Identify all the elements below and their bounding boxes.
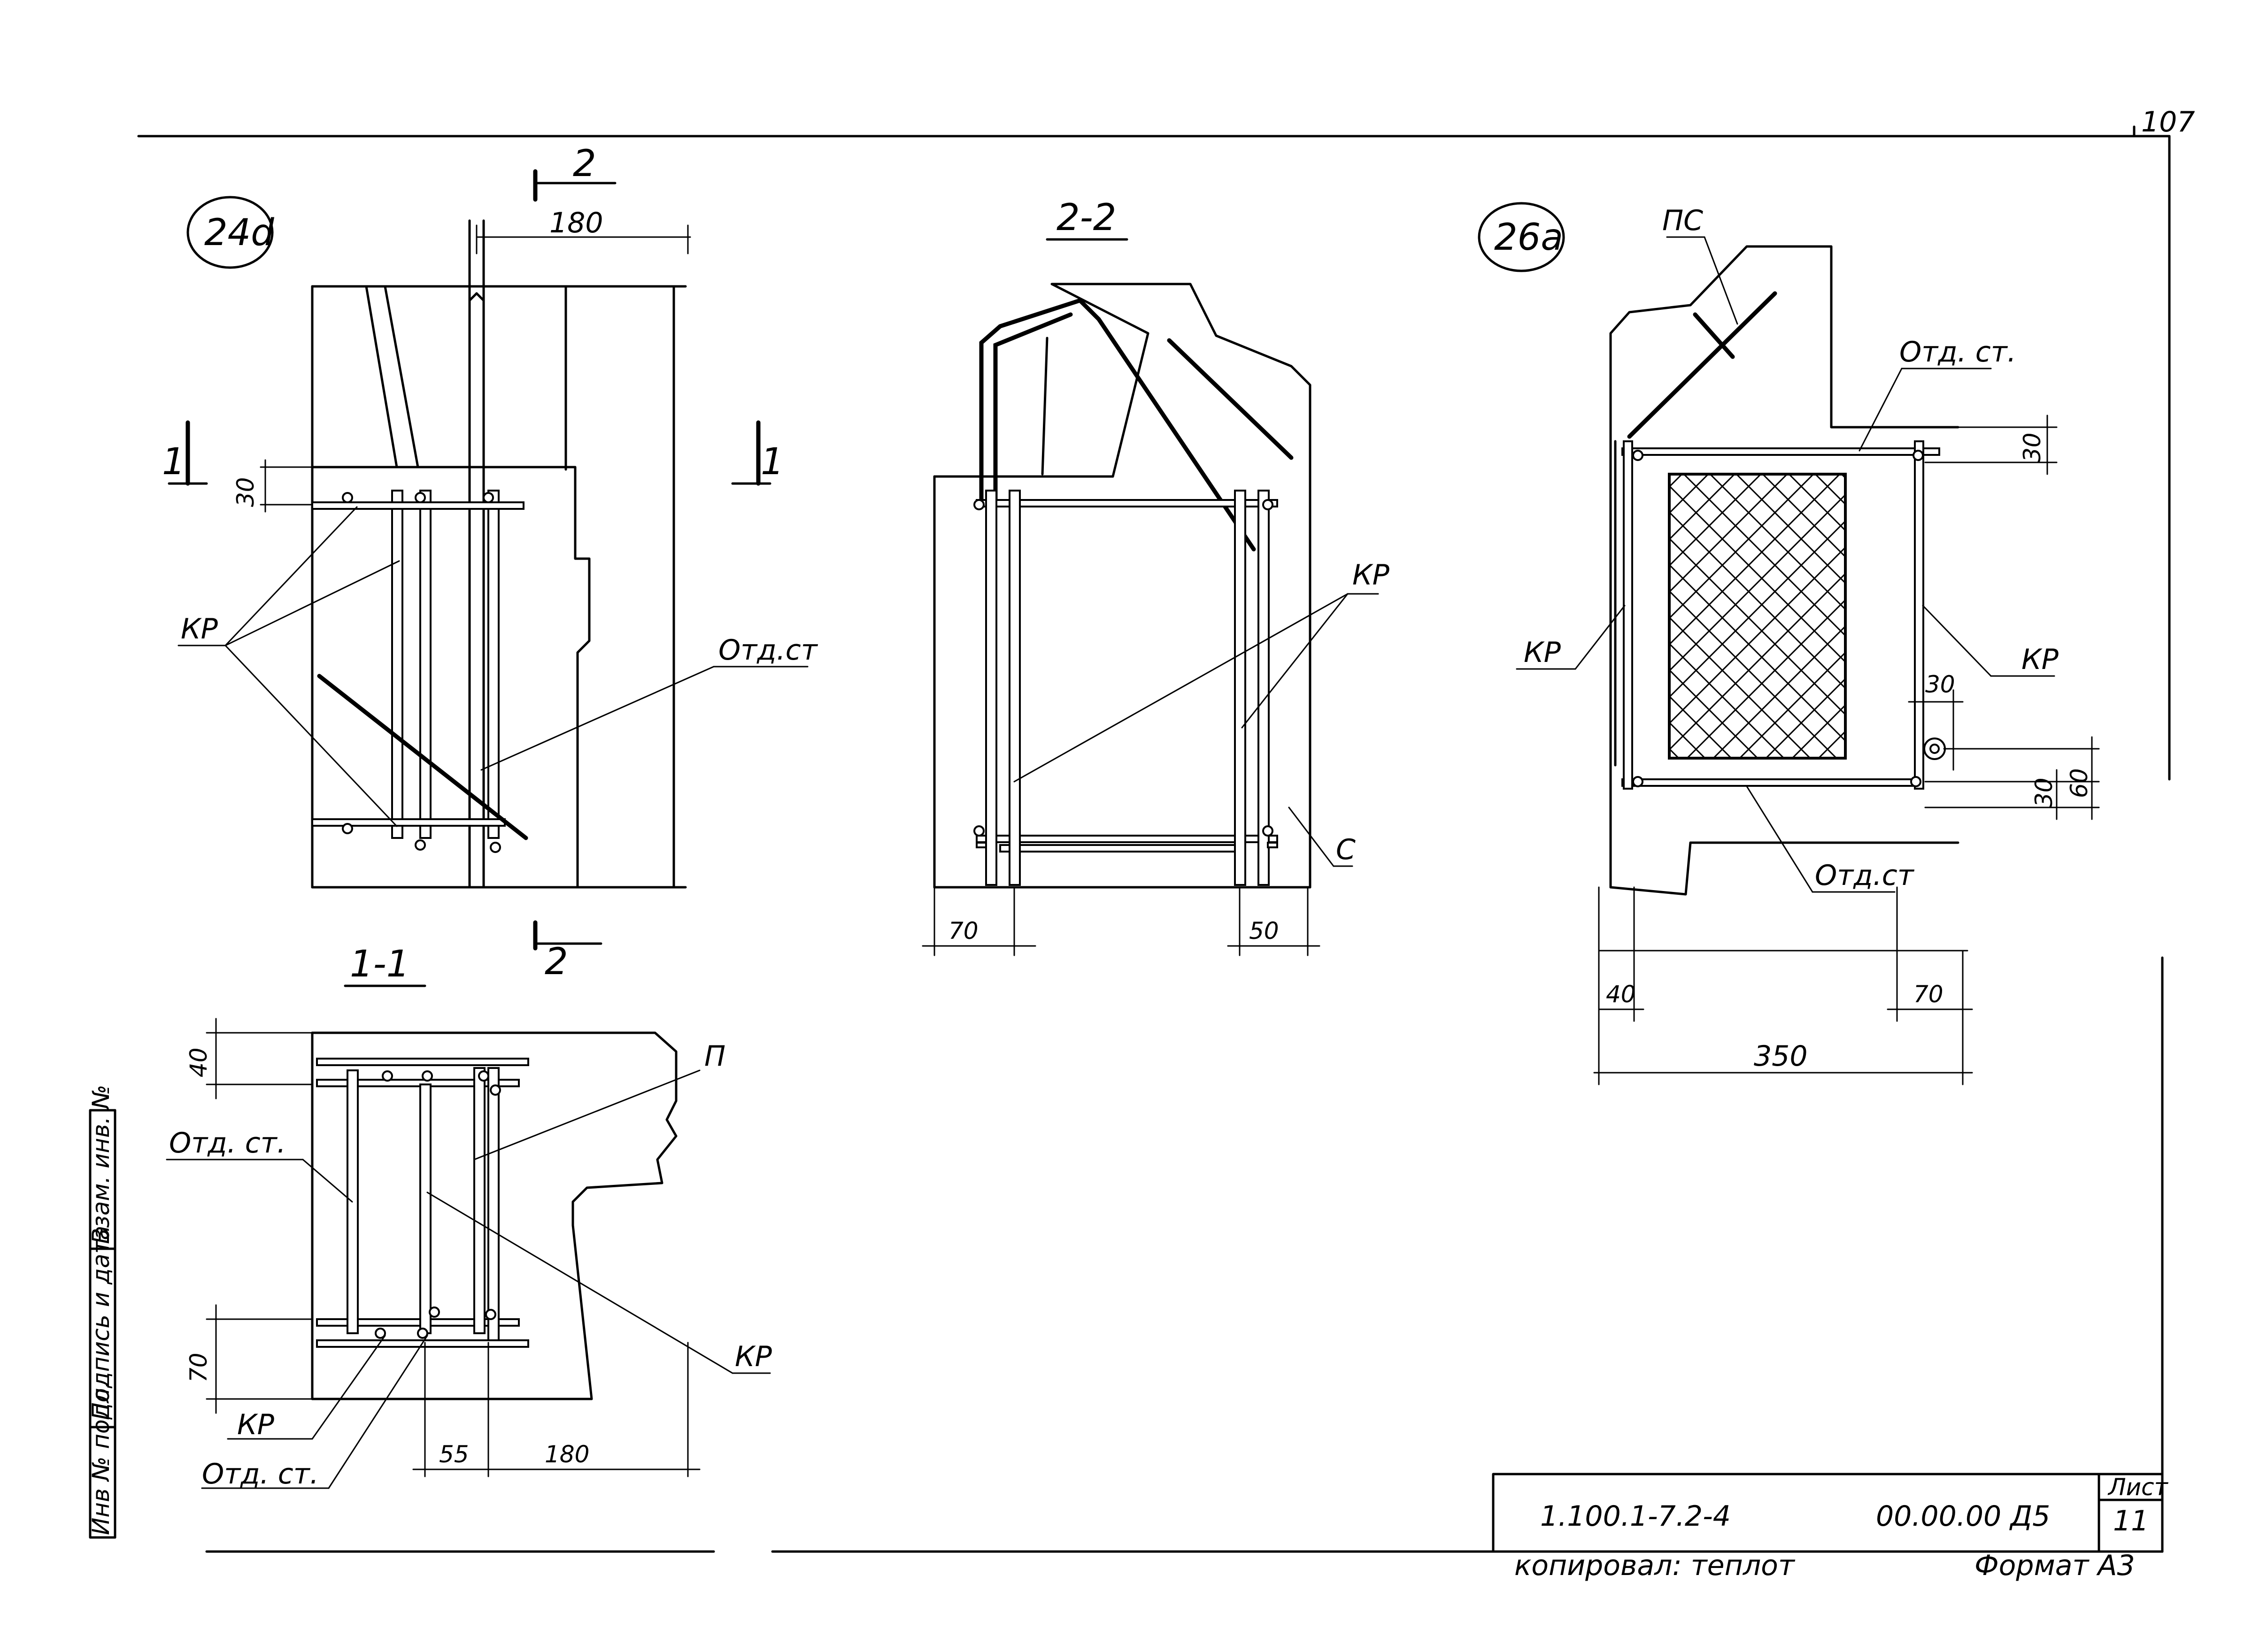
leader-otd-11-top: Отд. ст. [169, 1127, 286, 1160]
section-mark-top: 2 [573, 143, 596, 185]
footer-format: Формат А3 [1974, 1549, 2135, 1582]
footer: копировал: теплот Формат А3 [1514, 1549, 2135, 1582]
dim-30-26a-top: 30 [2019, 432, 2046, 462]
side-stamp: Инв № подл. Подпись и дата Взам. инв. № [87, 1085, 116, 1539]
title-block: 1.100.1-7.2-4 00.00.00 Д5 Лист 11 [1492, 1473, 2169, 1553]
leader-c-22: С [1336, 833, 1356, 866]
leader-kr-11-right: КР [735, 1340, 772, 1373]
node-26a: 26а 30 30 [1478, 202, 2100, 1085]
dim-70-22: 70 [949, 917, 979, 945]
cut-mark-left: 1 [162, 441, 185, 483]
dim-70-11: 70 [185, 1352, 212, 1383]
title-block-sheet-no: 11 [2113, 1505, 2149, 1537]
leader-kr-22: КР [1352, 559, 1390, 592]
dim-50-22: 50 [1249, 917, 1279, 945]
title-block-sheet-label: Лист [2107, 1474, 2169, 1501]
section-1-1-title: 1-1 [350, 943, 409, 985]
leader-kr-26a-left: КР [1524, 636, 1561, 669]
leader-otd-24d: Отд.ст [718, 634, 818, 667]
dim-350-26a: 350 [1754, 1040, 1808, 1073]
leader-otd-26a-top: Отд. ст. [1899, 336, 2016, 369]
page-number: 107 [2141, 106, 2195, 138]
title-block-doc-code: 00.00.00 Д5 [1876, 1500, 2050, 1533]
mesh-panel [1668, 473, 1847, 760]
stamp-replace-inv: Взам. инв. № [87, 1085, 115, 1244]
dim-55-11: 55 [439, 1441, 469, 1468]
footer-copied-by: копировал: теплот [1514, 1549, 1796, 1582]
node-24d-bubble [186, 196, 274, 269]
leader-otd-26a-bottom: Отд.ст [1815, 859, 1915, 892]
dim-30-24d: 30 [232, 477, 259, 507]
dim-30-26a-mid: 30 [1925, 671, 1955, 698]
section-2-2-title: 2-2 [1057, 197, 1116, 239]
leader-p-11: П [704, 1040, 725, 1073]
leader-kr-26a-right: КР [2021, 643, 2059, 676]
cut-mark-right: 1 [761, 441, 784, 483]
node-26a-label: 26а [1494, 216, 1563, 259]
section-mark-bottom: 2 [545, 941, 568, 983]
leader-ps-26a: ПС [1662, 204, 1703, 237]
stamp-inv-no: Инв № подл. [87, 1381, 115, 1535]
leader-otd-11-bottom: Отд. ст. [202, 1458, 319, 1491]
title-block-series: 1.100.1-7.2-4 [1540, 1500, 1731, 1533]
dim-180-11: 180 [545, 1441, 589, 1468]
stamp-signature-date: Подпись и дата [87, 1226, 115, 1420]
node-24d-label: 24d [204, 212, 274, 254]
dim-30-26a-low: 30 [2030, 777, 2058, 807]
section-2-2: 2-2 70 50 [922, 197, 1390, 956]
leader-kr-11-bottom: КР [237, 1408, 275, 1441]
leader-kr-24d: КР [181, 613, 218, 645]
section-1-1: 1-1 40 70 55 180 [166, 943, 772, 1491]
dim-40-11: 40 [185, 1047, 212, 1077]
dim-70-26a: 70 [1913, 981, 1944, 1008]
node-26a-bubble [1478, 202, 1565, 272]
dim-60-26a: 60 [2066, 768, 2093, 798]
dim-180-top: 180 [549, 207, 603, 239]
dim-40-26a: 40 [1606, 981, 1636, 1008]
node-24d: 24d 2 2 1 1 [162, 143, 818, 983]
